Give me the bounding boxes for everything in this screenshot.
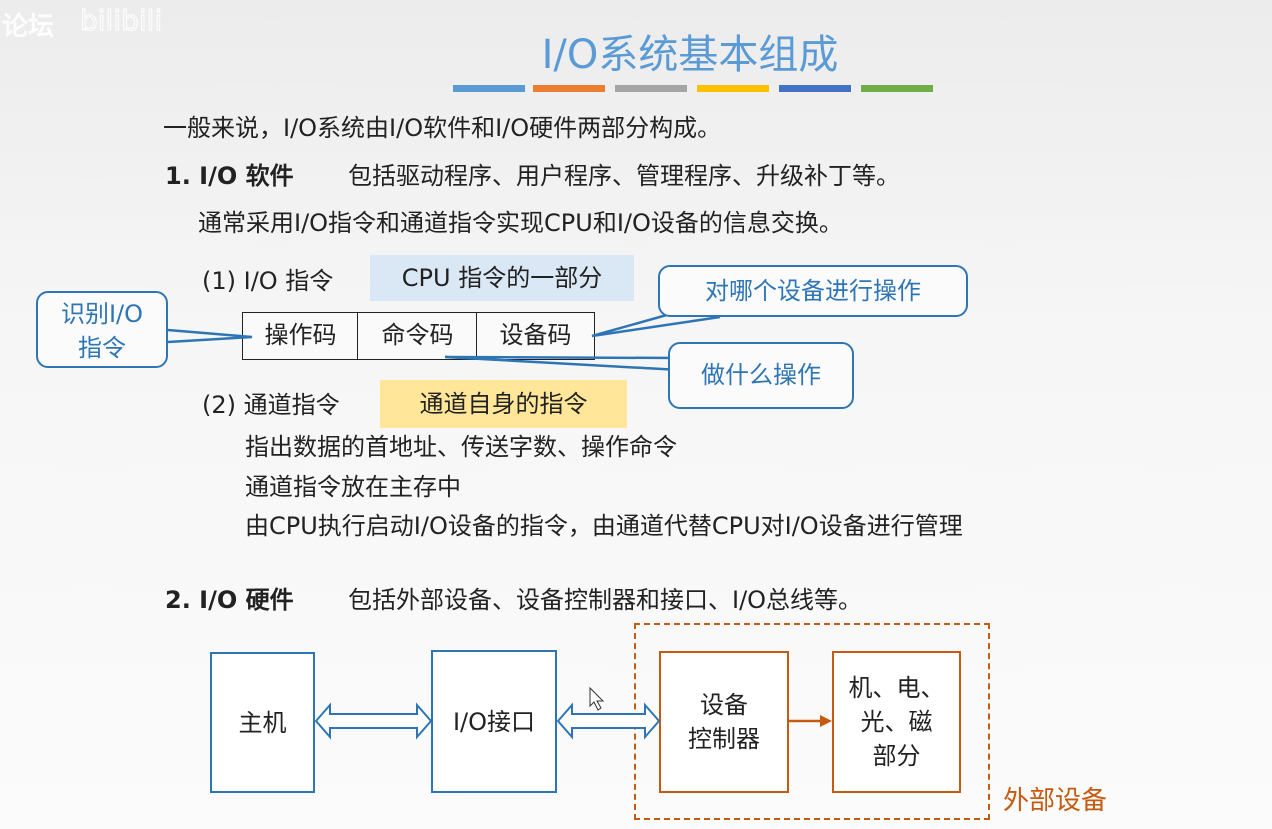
block-mech-parts-label: 机、电、 光、磁 部分 [848,674,945,770]
channel-point: 通道指令放在主存中 [245,473,461,501]
title-bar-2 [533,85,605,92]
mouse-cursor-icon [589,686,605,711]
block-io-interface: I/O接口 [431,650,557,793]
field-opcode: 操作码 [242,312,359,360]
field-device-code: 设备码 [476,312,595,360]
hardware-heading: 2. I/O 硬件 [165,586,294,614]
title-bar-5 [779,85,851,92]
title-bar-6 [861,85,933,92]
title-bar-1 [453,85,525,92]
software-desc: 包括驱动程序、用户程序、管理程序、升级补丁等。 [348,162,900,190]
block-device-controller-label: 设备 控制器 [688,691,760,753]
callout-pointer-opcode [167,328,253,344]
block-device-controller: 设备 控制器 [659,651,789,793]
channel-instruction-label: (2) 通道指令 [202,391,340,419]
block-io-interface-label: I/O接口 [452,707,536,736]
callout-which-device: 对哪个设备进行操作 [658,265,968,317]
channel-point: 由CPU执行启动I/O设备的指令，由通道代替CPU对I/O设备进行管理 [245,512,963,540]
title-bar-4 [697,85,769,92]
io-instruction-label: (1) I/O 指令 [202,267,334,295]
arrow-controller-parts [789,715,832,727]
slide-title: I/O系统基本组成 [541,32,839,78]
callout-what-operation: 做什么操作 [668,342,854,409]
double-arrow-host-interface [314,702,433,740]
watermark-logo: bilibili [79,4,163,38]
intro-text: 一般来说，I/O系统由I/O软件和I/O硬件两部分构成。 [163,114,722,142]
field-command-code: 命令码 [357,312,478,360]
software-detail: 通常采用I/O指令和通道指令实现CPU和I/O设备的信息交换。 [198,209,843,237]
channel-point: 指出数据的首地址、传送字数、操作命令 [245,433,677,461]
watermark-text: 论坛 [2,12,55,42]
channel-instruction-note: 通道自身的指令 [380,380,627,428]
external-device-label: 外部设备 [1003,786,1108,816]
block-mech-parts: 机、电、 光、磁 部分 [832,651,961,793]
block-host: 主机 [210,652,315,793]
io-instruction-note: CPU 指令的一部分 [370,255,634,301]
double-arrow-interface-controller [556,702,661,740]
callout-pointer-command [444,355,681,372]
software-heading: 1. I/O 软件 [165,162,294,190]
title-bar-3 [615,85,687,92]
block-host-label: 主机 [238,708,287,737]
hardware-desc: 包括外部设备、设备控制器和接口、I/O总线等。 [348,586,863,614]
callout-identify-io: 识别I/O 指令 [36,291,168,368]
